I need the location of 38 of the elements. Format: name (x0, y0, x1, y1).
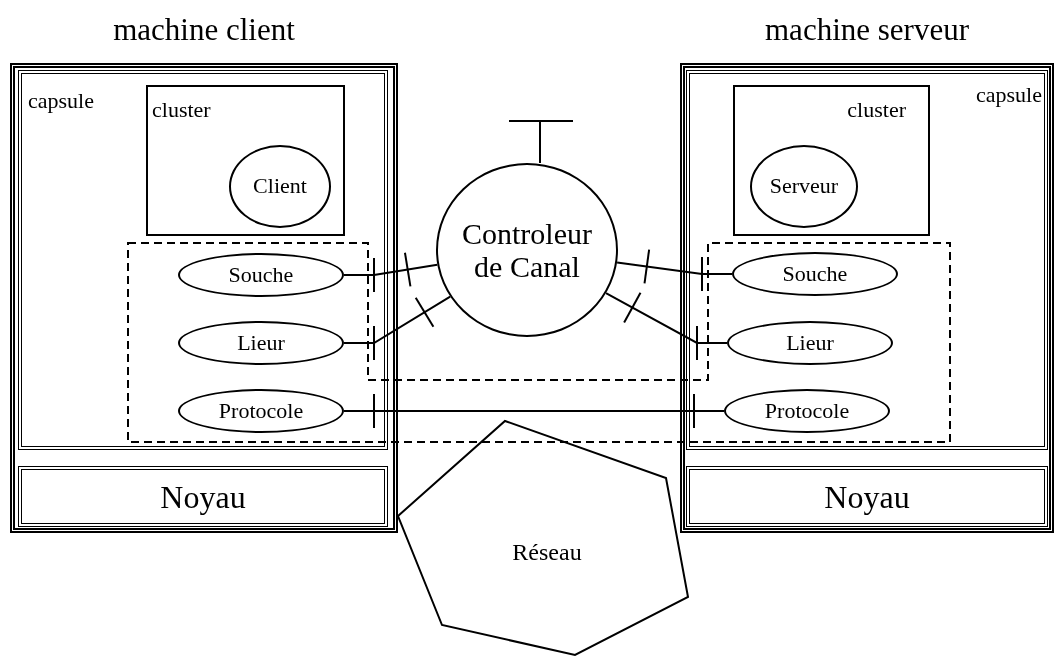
node-label: Protocole (764, 398, 850, 424)
component-ellipse (750, 145, 858, 228)
connector-line (616, 248, 733, 292)
port-ellipse (178, 321, 344, 365)
port-ellipse (727, 321, 893, 365)
cluster-box (146, 85, 345, 236)
component-ellipse (229, 145, 331, 228)
kernel-box (686, 466, 1048, 527)
cluster-label: cluster (847, 97, 906, 123)
connector-line (343, 393, 725, 429)
kernel-box (18, 466, 388, 527)
node-label: Lieur (786, 330, 834, 356)
kernel-label: Noyau (160, 478, 246, 515)
capsule-box (686, 70, 1048, 450)
controller-circle (436, 163, 618, 337)
node-label: Lieur (237, 330, 285, 356)
connector-line (343, 295, 452, 361)
port-ellipse (724, 389, 890, 433)
cluster-box (733, 85, 930, 236)
connector-line (343, 251, 439, 293)
port-ellipse (732, 252, 898, 296)
machine-title: machine serveur (765, 12, 969, 48)
node-label: Controleur de Canal (461, 217, 593, 283)
port-ellipse (178, 389, 344, 433)
node-label: Client (253, 174, 307, 199)
capsule-label: capsule (976, 82, 1042, 108)
network-label: Réseau (512, 538, 582, 566)
connector-line (605, 291, 728, 361)
node-label: Souche (782, 261, 848, 287)
node-label: Serveur (769, 174, 839, 199)
kernel-label: Noyau (824, 478, 910, 515)
node-label: Souche (228, 262, 294, 288)
machine-title: machine client (113, 12, 295, 48)
port-ellipse (178, 253, 344, 297)
cluster-label: cluster (152, 97, 211, 123)
capsule-box (18, 70, 388, 450)
node-label: Protocole (218, 398, 304, 424)
capsule-label: capsule (28, 88, 94, 114)
